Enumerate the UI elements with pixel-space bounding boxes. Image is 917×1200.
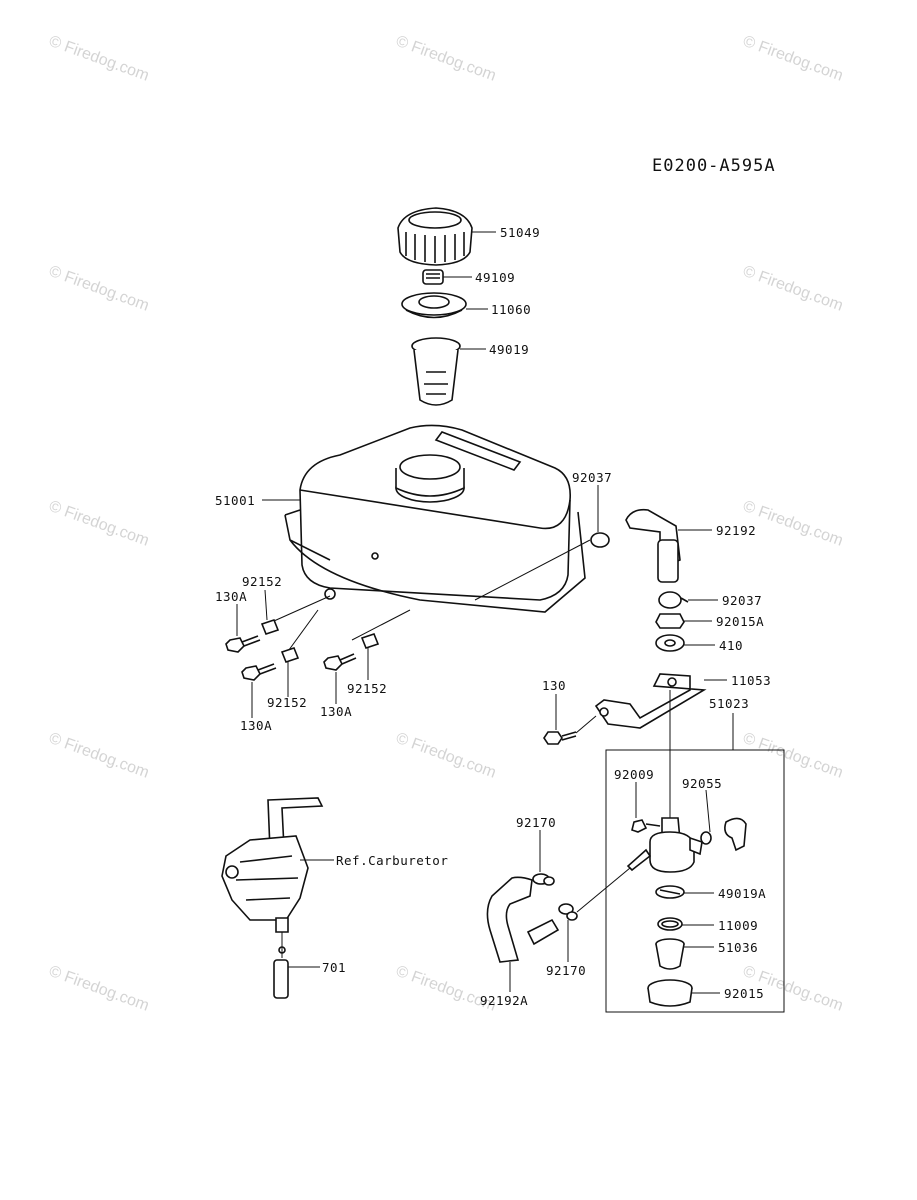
label-92037: 92037 [572, 470, 612, 485]
cock-lever [724, 817, 747, 852]
label-11060: 11060 [491, 302, 531, 317]
mounting-bracket [594, 673, 707, 729]
label-11053: 11053 [731, 673, 771, 688]
label-51049: 51049 [500, 225, 540, 240]
collar-92152-1 [260, 619, 280, 635]
hose-clamp-92170-a [532, 873, 555, 886]
fuel-cup [655, 938, 685, 970]
watermark: © Firedog.com [741, 33, 846, 85]
hose-clamp-lower [658, 591, 689, 609]
cap-flange [401, 292, 467, 319]
label-92009: 92009 [614, 767, 654, 782]
cup-nut [647, 979, 693, 1007]
bolt-130A-3 [323, 653, 357, 671]
fuel-hose-701 [273, 946, 289, 999]
fuel-cock-assembly-box [605, 713, 785, 1013]
bolt-130A-2 [241, 663, 277, 681]
label-92015A: 92015A [716, 614, 764, 629]
diagram-code: E0200-A595A [652, 156, 776, 176]
collar-92152-2 [280, 647, 300, 663]
cock-screen [655, 885, 685, 899]
watermark: © Firedog.com [394, 33, 499, 85]
watermark: © Firedog.com [741, 730, 846, 782]
label-49019A: 49019A [718, 886, 766, 901]
label-701: 701 [322, 960, 346, 975]
watermark: © Firedog.com [47, 963, 152, 1015]
label-51036: 51036 [718, 940, 758, 955]
hose-clamp-upper [590, 532, 610, 548]
watermark: © Firedog.com [47, 263, 152, 315]
label-92152: 92152 [347, 681, 387, 696]
watermark: © Firedog.com [741, 498, 846, 550]
label-92170: 92170 [546, 963, 586, 978]
label-49019: 49019 [489, 342, 529, 357]
washer [655, 634, 685, 652]
fuel-strainer [411, 337, 461, 406]
label-130: 130 [542, 678, 566, 693]
label-51023: 51023 [709, 696, 749, 711]
label-410: 410 [719, 638, 743, 653]
label-92015: 92015 [724, 986, 764, 1001]
collar-92152-3 [360, 633, 380, 649]
label-51001: 51001 [215, 493, 255, 508]
carburetor [221, 797, 324, 933]
watermark: © Firedog.com [47, 498, 152, 550]
label-11009: 11009 [718, 918, 758, 933]
o-ring-92055 [700, 831, 712, 845]
watermark: © Firedog.com [741, 263, 846, 315]
fuel-cap [397, 207, 473, 266]
watermark: © Firedog.com [47, 730, 152, 782]
hose-clamp-92170-b [558, 903, 578, 921]
label-130A: 130A [320, 704, 352, 719]
label-92152: 92152 [267, 695, 307, 710]
label-92055: 92055 [682, 776, 722, 791]
label-130A: 130A [215, 589, 247, 604]
fuel-hose-lower [486, 876, 560, 963]
bolt [543, 731, 577, 745]
cap-filter [422, 269, 444, 285]
watermark: © Firedog.com [394, 730, 499, 782]
gasket [657, 917, 683, 931]
label-92192A: 92192A [480, 993, 528, 1008]
fuel-cock [626, 690, 703, 873]
screw-92009 [631, 819, 661, 833]
label-92192: 92192 [716, 523, 756, 538]
label-130A: 130A [240, 718, 272, 733]
watermark: © Firedog.com [47, 33, 152, 85]
bolt-130A-1 [225, 635, 261, 653]
label-92152: 92152 [242, 574, 282, 589]
label-49109: 49109 [475, 270, 515, 285]
fuel-hose-upper [625, 508, 681, 583]
label-92037: 92037 [722, 593, 762, 608]
fuel-tank [284, 424, 586, 613]
part-labels: 51049 49109 11060 49019 51001 92037 9219… [215, 225, 771, 1008]
label-92170: 92170 [516, 815, 556, 830]
label-ref-carburetor: Ref.Carburetor [336, 853, 448, 868]
hex-nut [655, 613, 685, 629]
